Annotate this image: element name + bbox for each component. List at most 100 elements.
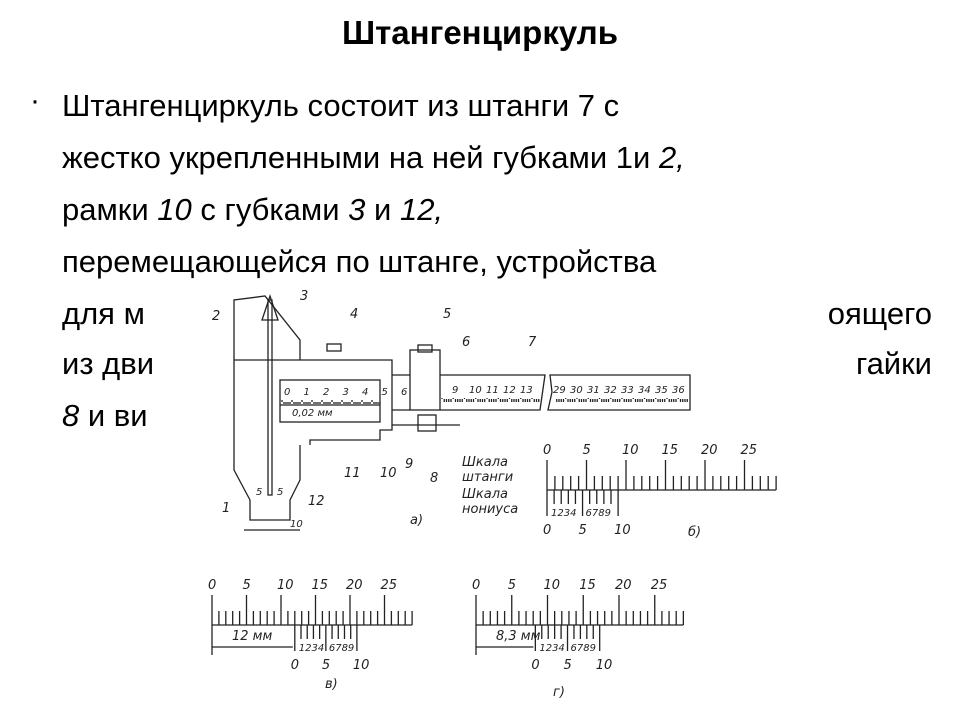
callout-11: 11 <box>344 466 361 481</box>
callout-5: 5 <box>443 307 451 322</box>
main-scale-number: 5 <box>508 578 516 593</box>
reading-label: 12 мм <box>232 629 272 644</box>
text-italic: 8 <box>62 398 80 433</box>
vernier-scale-b: 0 5 10 15 20 25 1234 6789 0 5 10 б) <box>543 443 777 540</box>
frame-scale-number: 1 <box>304 387 310 398</box>
text-line-7: 8 и ви <box>62 398 148 434</box>
frame-scale-number: 4 <box>362 387 368 398</box>
bar-scale-number: 12 <box>503 385 516 396</box>
bar-scale-number: 35 <box>655 385 668 396</box>
main-scale-number: 15 <box>579 578 596 593</box>
frame-scale-number: 6 <box>401 387 407 398</box>
callout-9: 9 <box>405 457 413 472</box>
vernier-scale-number: 0 <box>543 523 551 538</box>
callout-1: 1 <box>222 501 230 516</box>
text-line-5-end: оящего <box>827 296 932 331</box>
jaw-dimension-label: 10 <box>290 519 303 530</box>
scale-caption: в) <box>325 677 338 692</box>
vernier-small-digits: 6789 <box>571 643 596 654</box>
main-scale-number: 20 <box>615 578 632 593</box>
vernier-scale-number: 10 <box>596 658 613 673</box>
text: и ви <box>79 398 148 433</box>
text: и <box>365 192 400 227</box>
scale-main-label: Шкала <box>462 455 508 470</box>
frame-scale-number: 5 <box>382 387 388 398</box>
jaw-dimension-label: 5 <box>256 487 262 498</box>
main-scale-number: 25 <box>381 578 398 593</box>
text-line-1: Штангенциркуль состоит из штанги 7 с <box>62 88 620 123</box>
frame-scale-number: 3 <box>343 387 349 398</box>
bar-scale-number: 10 <box>469 385 482 396</box>
caliper-drawing <box>233 293 691 521</box>
main-scale-number: 0 <box>472 578 480 593</box>
main-scale-number: 25 <box>651 578 668 593</box>
main-scale-number: 15 <box>662 443 679 458</box>
frame-precision-label: 0,02 мм <box>292 408 333 419</box>
main-scale-number: 10 <box>622 443 639 458</box>
main-scale-number: 10 <box>544 578 561 593</box>
vernier-small-digits: 1234 <box>299 643 324 654</box>
callout-7: 7 <box>528 335 537 350</box>
bar-scale-number: 30 <box>570 385 583 396</box>
bar-scale-number: 29 <box>553 385 566 396</box>
text-line-4: перемещающейся по штанге, устройства <box>62 244 657 279</box>
vernier-scale-number: 5 <box>322 658 330 673</box>
text-line-2: жестко укрепленными на ней губками 1и 2, <box>62 140 685 176</box>
text-italic: 10 <box>157 192 192 227</box>
bar-scale-number: 36 <box>672 385 685 396</box>
vernier-scale-number: 0 <box>291 658 299 673</box>
vernier-scale-number: 10 <box>353 658 370 673</box>
vernier-small-digits: 6789 <box>329 643 354 654</box>
frame-scale-number: 0 <box>284 387 290 398</box>
vernier-small-digits: 1234 <box>539 643 564 654</box>
scale-caption: б) <box>688 525 701 540</box>
bar-scale-number: 33 <box>621 385 634 396</box>
text-line-5: для м <box>62 296 145 331</box>
scale-main-label: штанги <box>462 470 513 485</box>
text-line-3: рамки 10 с губками 3 и 12, <box>62 192 443 228</box>
scale-vernier-label: нониуса <box>462 502 518 517</box>
main-scale-number: 0 <box>208 578 216 593</box>
main-scale-number: 25 <box>741 443 758 458</box>
scale-vernier-label: Шкала <box>462 487 508 502</box>
vernier-scale-number: 5 <box>579 523 587 538</box>
callout-8: 8 <box>430 471 438 486</box>
bullet-marker: · <box>30 84 40 117</box>
text-italic: 2, <box>658 140 685 175</box>
frame-scale-number: 2 <box>323 387 329 398</box>
text-italic: 12, <box>399 192 444 227</box>
main-scale-number: 20 <box>346 578 363 593</box>
vernier-scale-number: 10 <box>614 523 631 538</box>
text-line-6-end: гайки <box>855 346 932 381</box>
main-scale-number: 0 <box>543 443 551 458</box>
main-scale-number: 10 <box>277 578 294 593</box>
callout-12: 12 <box>308 494 325 509</box>
vernier-scale-number: 5 <box>564 658 572 673</box>
text-line-6: из дви <box>62 346 155 381</box>
bar-scale-number: 32 <box>604 385 617 396</box>
vernier-small-digits: 1234 <box>551 508 576 519</box>
reading-label: 8,3 мм <box>496 629 541 644</box>
callout-10: 10 <box>380 466 397 481</box>
slide-title: Штангенциркуль <box>341 14 619 51</box>
main-scale-number: 5 <box>583 443 591 458</box>
vernier-small-digits: 6789 <box>586 508 611 519</box>
main-scale-number: 15 <box>312 578 329 593</box>
main-scale-number: 20 <box>701 443 718 458</box>
jaw-dimension-label: 5 <box>277 487 283 498</box>
text: жестко укрепленными на ней губками 1и <box>62 140 659 175</box>
callout-6: 6 <box>462 335 470 350</box>
callout-3: 3 <box>300 289 308 304</box>
caption-a: а) <box>410 513 423 528</box>
bar-scale-number: 9 <box>452 385 458 396</box>
bar-scale-number: 34 <box>638 385 651 396</box>
callout-4: 4 <box>350 307 358 322</box>
text-italic: 3 <box>348 192 366 227</box>
bar-scale-number: 31 <box>587 385 600 396</box>
bar-scale-number: 13 <box>520 385 533 396</box>
scale-caption: г) <box>553 685 565 700</box>
bar-scale-number: 11 <box>486 385 499 396</box>
